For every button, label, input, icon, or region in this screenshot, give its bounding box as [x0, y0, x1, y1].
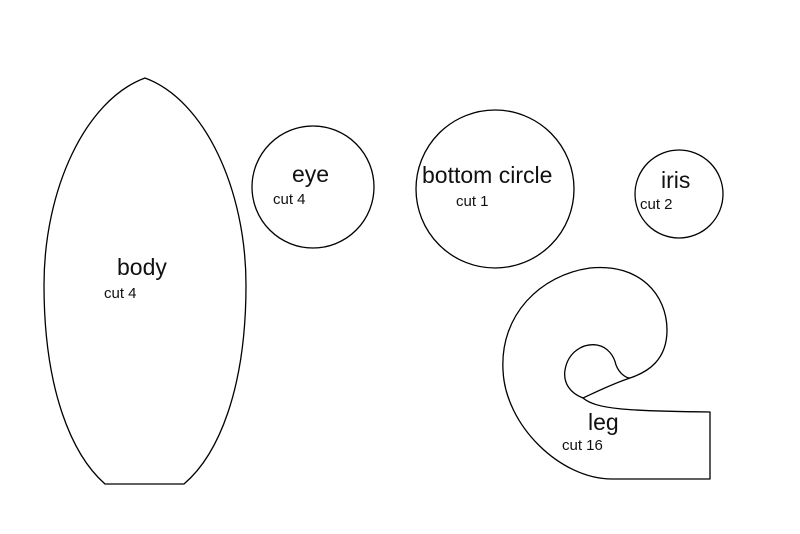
eye-cut-count: cut 4 [273, 191, 306, 208]
body-label: body [117, 254, 167, 280]
leg-curl-outline [564, 344, 631, 399]
leg-outline [502, 266, 711, 480]
iris-outline [634, 149, 724, 239]
body-piece: body cut 4 [43, 77, 247, 485]
bottom-circle-label: bottom circle [422, 162, 552, 188]
body-cut-count: cut 4 [104, 285, 137, 302]
leg-cut-count: cut 16 [562, 437, 603, 454]
iris-piece: iris cut 2 [634, 149, 724, 239]
eye-outline [251, 125, 375, 249]
bottom-circle-cut-count: cut 1 [456, 193, 489, 210]
leg-label: leg [588, 409, 619, 435]
iris-label: iris [661, 167, 690, 193]
iris-cut-count: cut 2 [640, 196, 673, 213]
eye-label: eye [292, 161, 329, 187]
bottom-circle-outline [415, 109, 575, 269]
eye-piece: eye cut 4 [251, 125, 375, 249]
body-outline [43, 77, 247, 485]
leg-piece: leg cut 16 [502, 266, 711, 480]
bottom-circle-piece: bottom circle cut 1 [415, 109, 575, 269]
